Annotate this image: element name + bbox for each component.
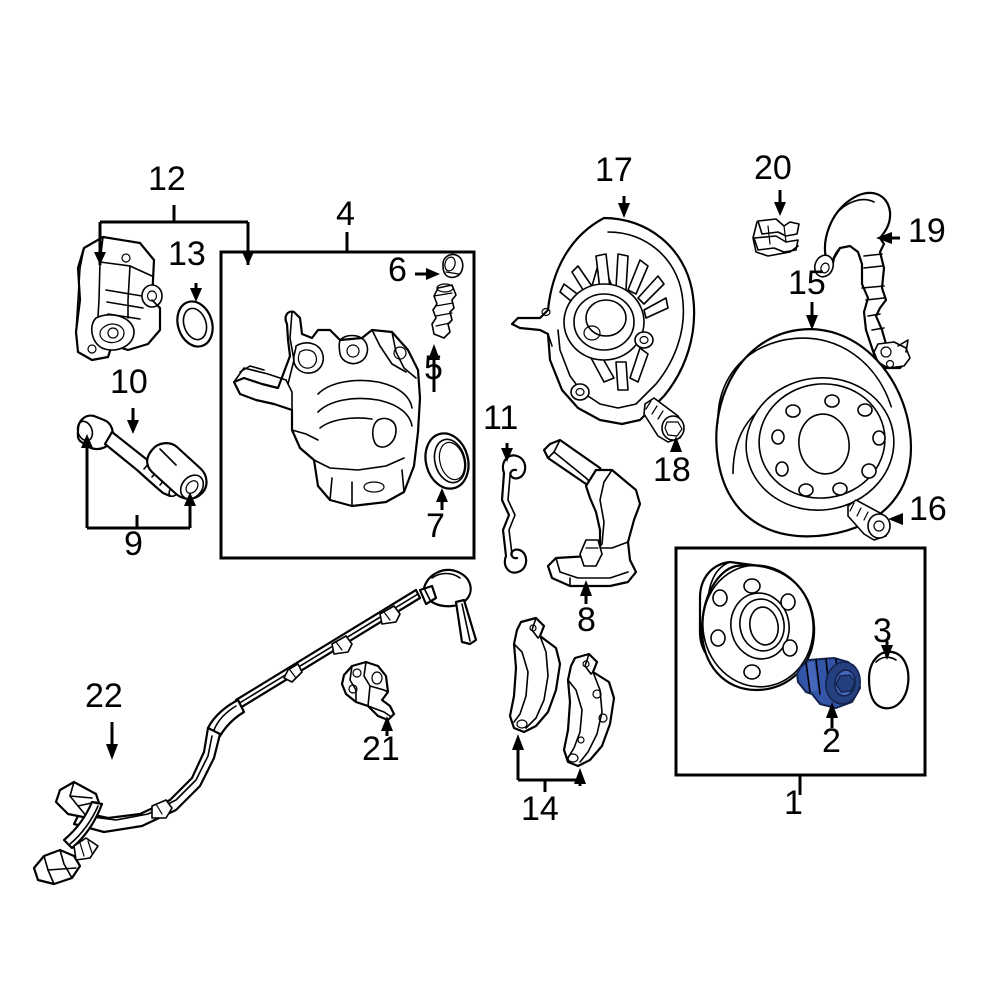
- brake-dust-splash-shield: [510, 216, 696, 426]
- callout-label-5[interactable]: 5: [424, 349, 443, 387]
- arrowhead-14a: [512, 734, 524, 750]
- pad-retaining-spring-clip: [500, 454, 528, 574]
- brake-rotor-disc: [715, 328, 912, 538]
- arrowhead-7: [436, 488, 448, 502]
- wheel-hub-bolt-highlighted: [796, 657, 861, 709]
- callout-label-4[interactable]: 4: [336, 195, 355, 233]
- bleeder-screw: [431, 283, 457, 339]
- guide-pin-kit-group: [76, 414, 208, 500]
- arrowhead-21: [381, 716, 393, 731]
- abs-wheel-speed-sensor-harness: [32, 568, 478, 886]
- arrowhead-19: [876, 232, 892, 244]
- callout-label-22[interactable]: 22: [85, 677, 123, 715]
- callout-label-19[interactable]: 19: [908, 212, 946, 250]
- arrowhead-18: [670, 436, 682, 452]
- arrowhead-2: [826, 702, 838, 718]
- callout-label-10[interactable]: 10: [110, 363, 148, 401]
- brake-hose: [813, 191, 911, 370]
- callout-label-14[interactable]: 14: [521, 790, 559, 828]
- wheel-hub-bearing: [698, 560, 816, 692]
- callout-label-8[interactable]: 8: [577, 601, 596, 639]
- caliper-mounting-bracket: [542, 438, 642, 588]
- rotor-retaining-screw: [847, 499, 891, 541]
- parking-brake-actuator-motor: [74, 235, 163, 362]
- arrowhead-10: [127, 420, 139, 434]
- arrowhead-15: [806, 315, 818, 330]
- splash-shield-bolt: [643, 397, 685, 443]
- arrowhead-12b: [242, 252, 254, 265]
- brake-caliper-body: [232, 310, 422, 508]
- abs-sensor-bracket: [340, 660, 396, 722]
- callout-label-20[interactable]: 20: [754, 149, 792, 187]
- arrowhead-22: [106, 744, 118, 760]
- arrowhead-6: [426, 268, 440, 280]
- arrowhead-11: [501, 448, 513, 462]
- arrowhead-9a: [81, 434, 93, 448]
- leader-12-bracket: [98, 205, 250, 265]
- actuator-seal-ring: [176, 300, 214, 348]
- callout-label-12[interactable]: 12: [148, 160, 186, 198]
- callout-label-16[interactable]: 16: [909, 490, 947, 528]
- callout-label-3[interactable]: 3: [873, 612, 892, 650]
- callout-label-21[interactable]: 21: [362, 730, 400, 768]
- arrowhead-3: [881, 645, 893, 660]
- callout-label-17[interactable]: 17: [595, 151, 633, 189]
- callout-label-9[interactable]: 9: [124, 525, 143, 563]
- leader-9-bracket: [85, 442, 192, 530]
- arrowhead-12a: [94, 252, 106, 265]
- callout-label-1[interactable]: 1: [784, 784, 803, 822]
- arrowhead-5: [428, 344, 440, 360]
- hub-cap-plug: [867, 650, 910, 710]
- callout-label-7[interactable]: 7: [426, 507, 445, 545]
- callout-label-11[interactable]: 11: [483, 399, 519, 437]
- leader-14-bracket: [516, 744, 582, 792]
- brake-hose-retaining-clip: [752, 218, 800, 257]
- arrowhead-14b: [574, 768, 586, 784]
- callout-label-13[interactable]: 13: [168, 235, 206, 273]
- arrowhead-20: [774, 202, 786, 216]
- callout-label-6[interactable]: 6: [388, 251, 407, 289]
- callout-label-2[interactable]: 2: [822, 722, 841, 760]
- brake-pad-set: [508, 616, 616, 768]
- arrowhead-13: [190, 288, 202, 302]
- arrowhead-9b: [184, 492, 196, 506]
- arrowhead-16: [888, 513, 903, 525]
- arrowhead-17: [618, 203, 630, 218]
- callout-label-18[interactable]: 18: [653, 451, 691, 489]
- bleeder-cap: [442, 253, 464, 279]
- arrowhead-8: [580, 580, 592, 596]
- callout-label-15[interactable]: 15: [788, 264, 826, 302]
- caliper-piston-seal: [424, 432, 470, 490]
